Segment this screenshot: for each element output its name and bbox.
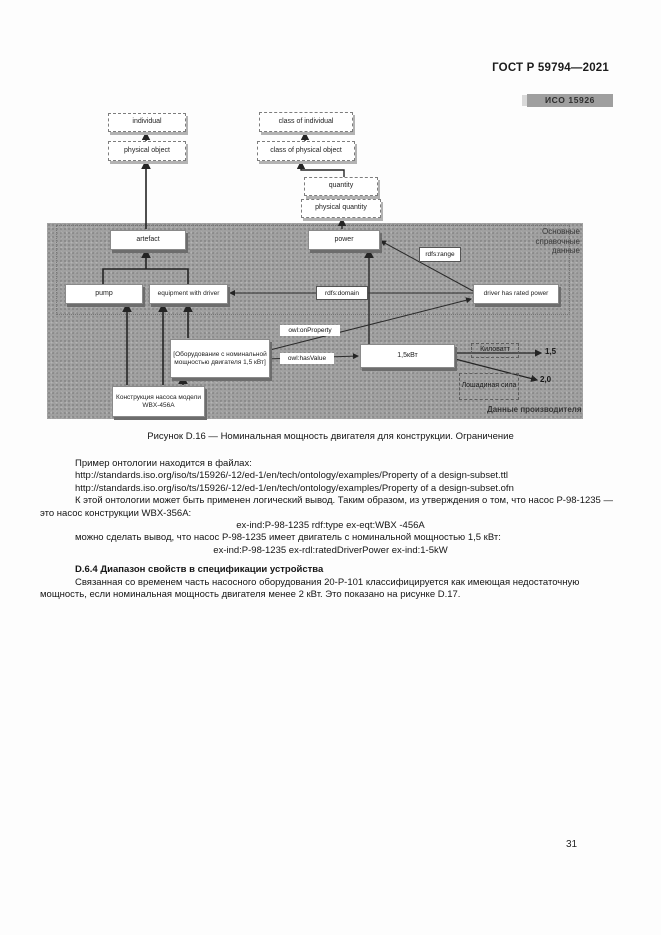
label-rdfs-domain: rdfs:domain [316,286,368,300]
node-class-of-physical-object: class of physical object [257,141,355,161]
node-driver-has-rated-power: driver has rated power [473,284,559,304]
node-pump: pump [65,284,143,304]
node-physical-quantity: physical quantity [301,199,381,218]
paragraph-inference: К этой онтологии может быть применен лог… [40,495,613,519]
node-power: power [308,230,380,250]
node-equipment-with-driver: equipment with driver [149,284,228,304]
page-number: 31 [566,839,578,850]
formula-rdf-type: ex-ind:P-98-1235 rdf:type ex-eqt:WBX -45… [236,520,425,532]
node-value-1-5kw: 1,5кВт [360,344,455,368]
document-title: ГОСТ Р 59794—2021 [492,62,609,74]
paragraph-d64-body: Связанная со временем часть насосного об… [40,576,580,601]
paragraph-conclusion: можно сделать вывод, что насос Р-98-1235… [75,532,501,544]
label-kilowatt-unit: Киловатт [471,343,519,358]
node-physical-object: physical object [108,141,186,161]
paragraph-ontology-files: Пример онтологии находится в файлах: [75,458,252,469]
ontology-url-ofn: http://standards.iso.org/iso/ts/15926/-1… [75,482,514,494]
label-rdfs-range: rdfs:range [419,247,461,262]
region-label-manufacturer-data: Данные производителя [487,405,582,414]
formula-rated-driver-power: ex-ind:P-98-1235 ex-rdl:ratedDriverPower… [213,544,448,556]
ontology-diagram: individual class of individual physical … [0,0,661,430]
figure-caption: Рисунок D.16 — Номинальная мощность двиг… [147,431,514,442]
node-class-of-individual: class of individual [259,112,353,132]
iso-standard-badge: ИСО 15926 [527,94,613,107]
node-artefact: artefact [110,230,186,250]
node-individual: individual [108,113,186,132]
region-label-reference-data: Основные справочные данные [535,227,580,255]
value-kilowatts: 1,5 [545,347,557,356]
label-horsepower-unit: Лошадиная сила [459,373,519,400]
body-text: Пример онтологии находится в файлах: htt… [40,458,621,601]
node-pump-design-wbx456a: Конструкция насоса модели WBX-456А [112,386,205,417]
value-horsepower: 2,0 [540,375,552,384]
label-owl-hasvalue: owl:hasValue [280,353,334,364]
ontology-url-ttl: http://standards.iso.org/iso/ts/15926/-1… [75,470,509,482]
node-restriction-class: [Оборудование с номинальной мощностью дв… [170,339,270,378]
node-quantity: quantity [304,177,378,196]
label-owl-onproperty: owl:onProperty [280,325,340,336]
section-heading-d64: D.6.4 Диапазон свойств в спецификации ус… [75,564,324,576]
